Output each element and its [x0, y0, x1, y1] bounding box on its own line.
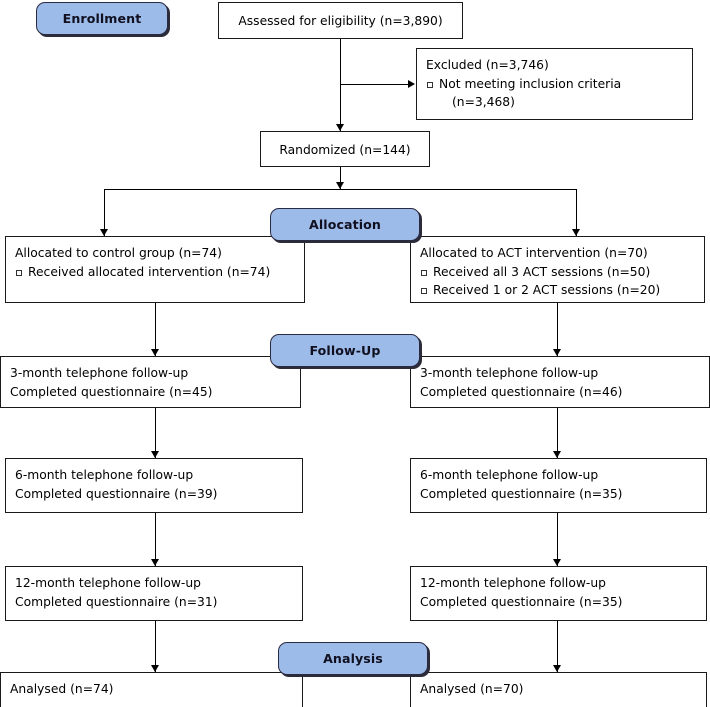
stage-badge-followup-label: Follow-Up	[309, 343, 381, 358]
randomized-text: Randomized (n=144)	[279, 143, 411, 157]
assessed-text: Assessed for eligibility (n=3,890)	[238, 14, 443, 28]
connector-to-excluded	[340, 84, 408, 85]
arrowhead-split	[335, 182, 344, 189]
arrowhead-excluded	[408, 79, 415, 88]
intervention-fu12-line2: Completed questionnaire (n=35)	[420, 594, 623, 609]
arrowhead-control-fu6	[150, 451, 159, 458]
box-excluded: Excluded (n=3,746) Not meeting inclusion…	[416, 48, 693, 120]
stage-badge-enrollment-label: Enrollment	[62, 11, 142, 26]
excluded-title: Excluded (n=3,746)	[426, 58, 549, 72]
box-control-followup-12month: 12-month telephone follow-up Completed q…	[5, 566, 303, 621]
box-assessed-for-eligibility: Assessed for eligibility (n=3,890)	[218, 2, 463, 39]
control-fu12-line1: 12-month telephone follow-up	[15, 576, 201, 590]
control-fu6-line1: 6-month telephone follow-up	[15, 468, 194, 482]
intervention-fu12-line1: 12-month telephone follow-up	[420, 576, 606, 590]
connector-intervention-fu12-to-analysed	[557, 621, 558, 672]
intervention-fu3-line2: Completed questionnaire (n=46)	[420, 384, 623, 399]
box-intervention-followup-12month: 12-month telephone follow-up Completed q…	[410, 566, 707, 621]
box-control-analysed: Analysed (n=74)	[0, 672, 303, 707]
intervention-fu6-line2: Completed questionnaire (n=35)	[420, 486, 623, 501]
box-control-followup-6month: 6-month telephone follow-up Completed qu…	[5, 458, 303, 513]
stage-badge-allocation-label: Allocation	[309, 217, 381, 232]
excluded-reason: Not meeting inclusion criteria	[426, 75, 683, 94]
intervention-analysed-text: Analysed (n=70)	[420, 682, 524, 696]
connector-split-left-drop	[104, 189, 105, 236]
excluded-reason-count: (n=3,468)	[452, 95, 515, 110]
arrowhead-intervention-fu12	[552, 559, 561, 566]
control-fu6-line2: Completed questionnaire (n=39)	[15, 486, 218, 501]
stage-badge-allocation: Allocation	[270, 208, 420, 241]
stage-badge-analysis: Analysis	[278, 642, 428, 675]
stage-badge-enrollment: Enrollment	[36, 2, 168, 35]
connector-intervention-fu6-to-fu12	[557, 513, 558, 566]
control-fu12-line2: Completed questionnaire (n=31)	[15, 594, 218, 609]
arrowhead-intervention-fu6	[552, 451, 561, 458]
connector-allocation-split-bar	[104, 189, 576, 190]
connector-intervention-alloc-to-fu3	[557, 303, 558, 356]
connector-randomized-down	[340, 167, 341, 189]
stage-badge-analysis-label: Analysis	[323, 651, 383, 666]
connector-control-alloc-to-fu3	[155, 303, 156, 356]
box-control-followup-3month: 3-month telephone follow-up Completed qu…	[0, 356, 301, 408]
control-fu3-line1: 3-month telephone follow-up	[10, 366, 189, 380]
connector-control-fu12-to-analysed	[155, 621, 156, 672]
connector-split-right-drop	[576, 189, 577, 236]
control-allocated-detail: Received allocated intervention (n=74)	[15, 263, 295, 282]
arrowhead-randomized	[335, 124, 344, 131]
intervention-allocated-detail-1: Received all 3 ACT sessions (n=50)	[420, 263, 695, 282]
arrowhead-control-fu12	[150, 559, 159, 566]
control-allocated-text: Allocated to control group (n=74)	[15, 246, 222, 260]
box-randomized: Randomized (n=144)	[260, 131, 430, 167]
intervention-fu3-line1: 3-month telephone follow-up	[420, 366, 599, 380]
stage-badge-followup: Follow-Up	[270, 334, 420, 367]
box-intervention-followup-3month: 3-month telephone follow-up Completed qu…	[410, 356, 710, 408]
arrowhead-intervention-fu3	[552, 349, 561, 356]
arrowhead-intervention-analysed	[552, 665, 561, 672]
connector-control-fu6-to-fu12	[155, 513, 156, 566]
arrowhead-control-allocation	[99, 229, 108, 236]
arrowhead-control-analysed	[150, 665, 159, 672]
box-intervention-analysed: Analysed (n=70)	[410, 672, 707, 707]
connector-control-fu3-to-fu6	[155, 408, 156, 458]
connector-assessed-to-randomized	[340, 39, 341, 131]
intervention-allocated-text: Allocated to ACT intervention (n=70)	[420, 246, 648, 260]
arrowhead-control-fu3	[150, 349, 159, 356]
box-control-allocation: Allocated to control group (n=74) Receiv…	[5, 236, 305, 303]
control-fu3-line2: Completed questionnaire (n=45)	[10, 384, 213, 399]
intervention-allocated-detail-2: Received 1 or 2 ACT sessions (n=20)	[420, 281, 695, 300]
box-intervention-allocation: Allocated to ACT intervention (n=70) Rec…	[410, 236, 705, 303]
box-intervention-followup-6month: 6-month telephone follow-up Completed qu…	[410, 458, 707, 513]
control-analysed-text: Analysed (n=74)	[10, 682, 114, 696]
connector-intervention-fu3-to-fu6	[557, 408, 558, 458]
intervention-fu6-line1: 6-month telephone follow-up	[420, 468, 599, 482]
arrowhead-intervention-allocation	[571, 229, 580, 236]
